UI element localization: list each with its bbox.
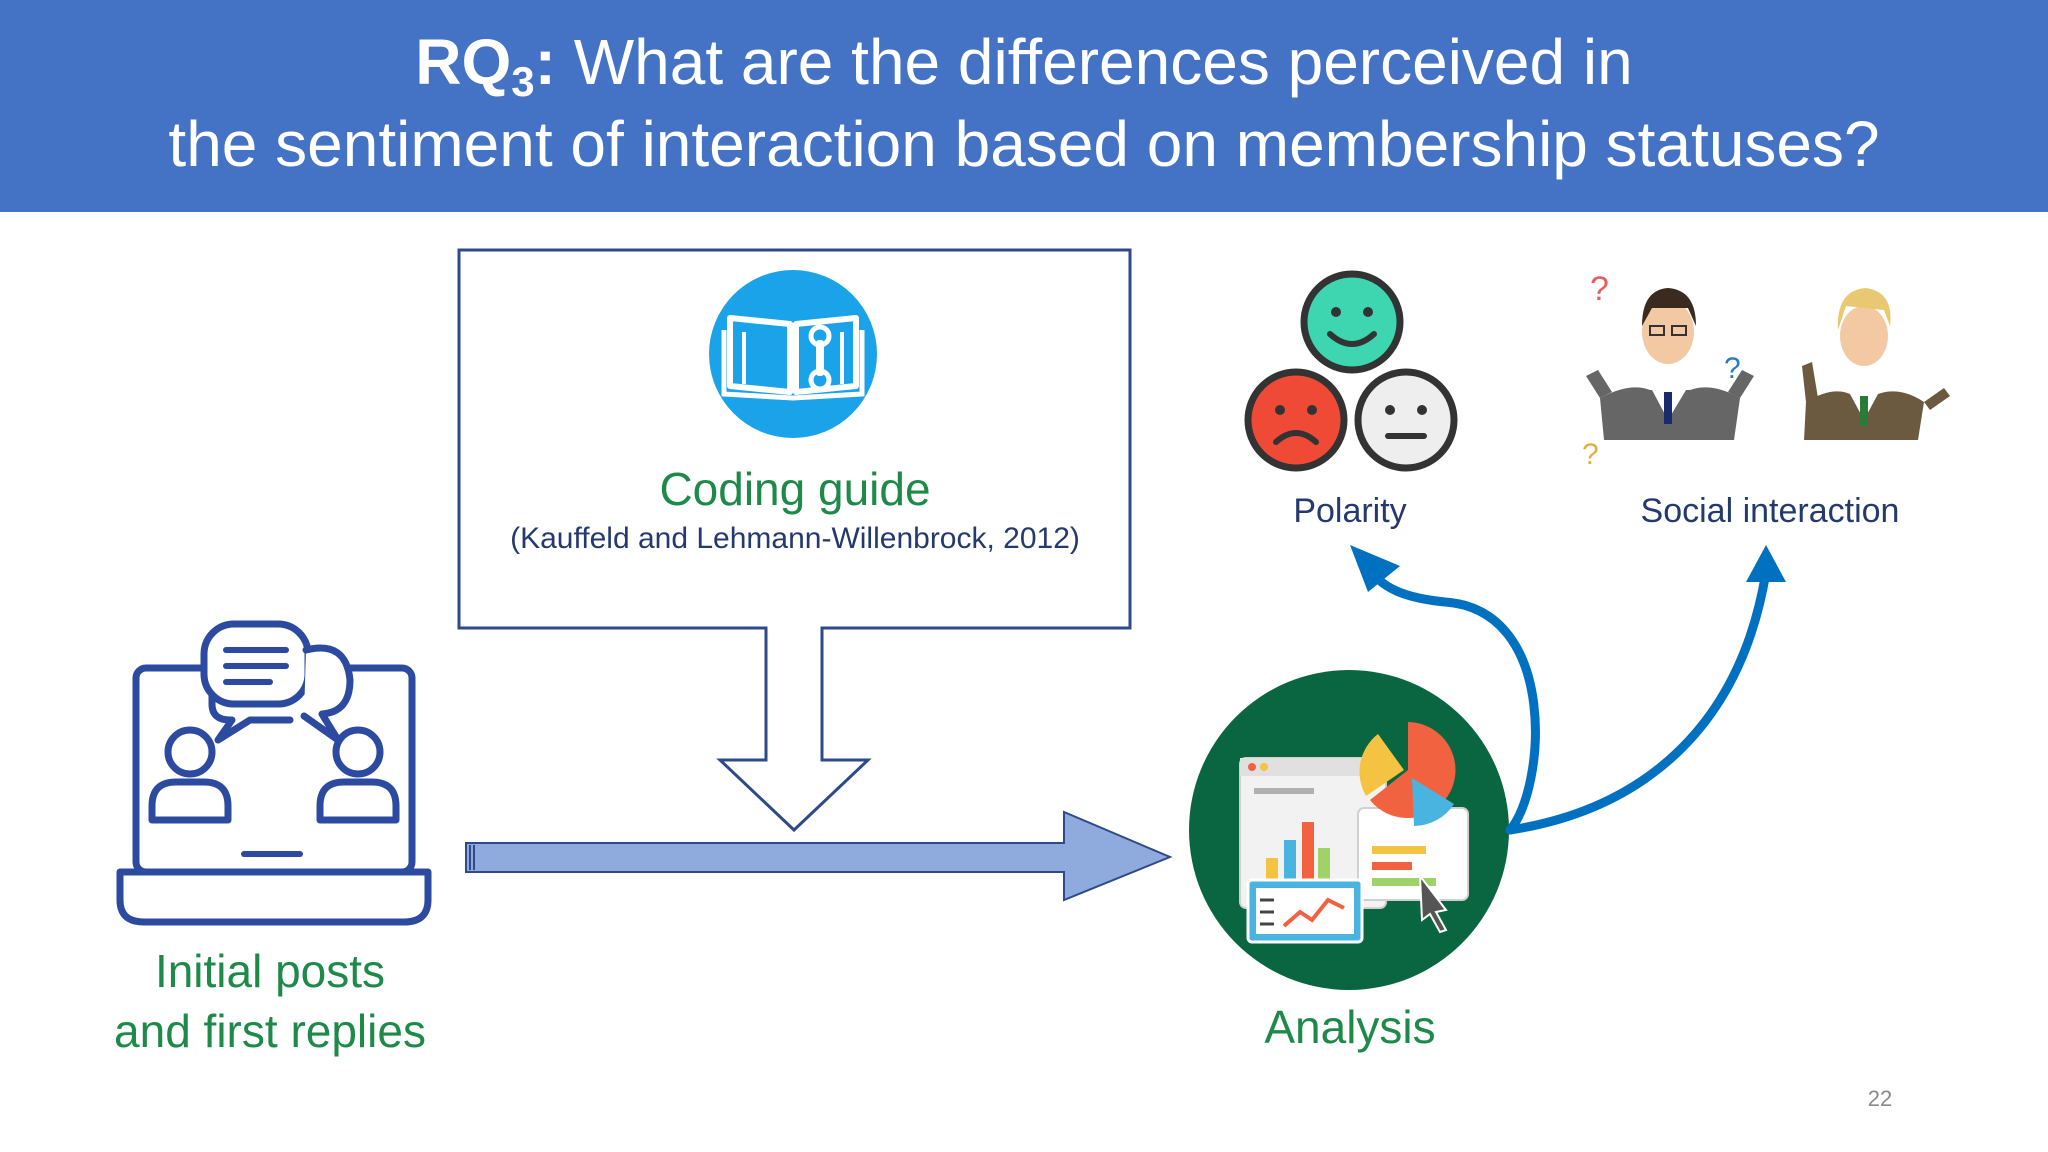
page-number: 22 [1867, 1086, 1893, 1111]
rq-subscript: 3 [511, 58, 535, 105]
rq-label: RQ [415, 26, 512, 98]
polarity-label: Polarity [1293, 492, 1407, 530]
process-arrow [465, 810, 1173, 902]
confused-people-icon: ? ? ? [1582, 270, 1950, 471]
neutral-face-icon [1354, 368, 1458, 472]
social-interaction-label: Social interaction [1640, 492, 1900, 530]
title-text-1: What are the differences perceived in [555, 26, 1633, 98]
arrow-to-polarity [1363, 561, 1540, 835]
title-line-1: RQ3: What are the differences perceived … [0, 22, 2048, 122]
arrow-to-social-interaction [1505, 567, 1771, 835]
laptop-chat-icon [116, 620, 432, 926]
analytics-dashboard-icon [1189, 670, 1509, 990]
sentiment-faces-icon [1244, 270, 1458, 472]
input-label-line-2: and first replies [114, 1005, 426, 1057]
svg-text:?: ? [1582, 438, 1599, 471]
title-line-2: the sentiment of interaction based on me… [168, 108, 1880, 180]
analysis-label: Analysis [1264, 1001, 1436, 1053]
svg-text:?: ? [1724, 352, 1741, 385]
title-banner: RQ3: What are the differences perceived … [0, 0, 2048, 212]
rq-colon: : [534, 26, 556, 98]
positive-face-icon [1300, 270, 1404, 374]
coding-guide-citation: (Kauffeld and Lehmann-Willenbrock, 2012) [510, 522, 1080, 555]
output-arrows [1363, 561, 1771, 835]
coding-guide-callout [457, 248, 1132, 833]
negative-face-icon [1244, 368, 1348, 472]
polarity-arrowhead [1350, 545, 1400, 592]
input-label-line-1: Initial posts [154, 945, 386, 997]
book-wrench-icon [709, 270, 877, 438]
coding-guide-title: Coding guide [659, 463, 931, 515]
svg-text:?: ? [1590, 270, 1609, 308]
social-arrowhead [1746, 545, 1786, 582]
